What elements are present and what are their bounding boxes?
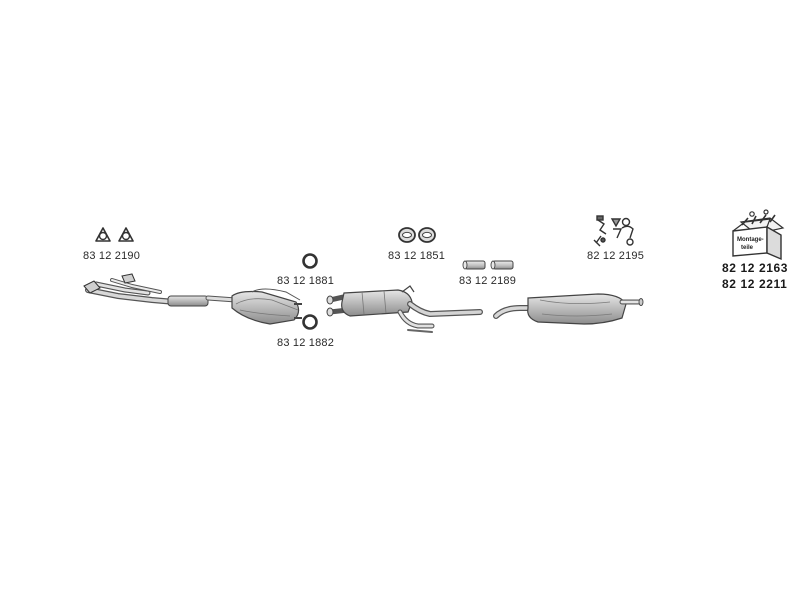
rear-silencer-assembly (493, 293, 644, 325)
part-number-clamp-sleeves: 83 12 2189 (459, 275, 517, 287)
mounting-kit-box-icon: Montage- teile (732, 209, 785, 261)
part-number-mounting-kit-a: 82 12 2163 (722, 261, 789, 275)
part-number-flange-pair: 83 12 1851 (388, 250, 446, 262)
part-number-ring-gasket-upper: 83 12 1881 (277, 275, 335, 287)
part-number-flange-gaskets: 83 12 2190 (83, 250, 141, 262)
mounting-box-label-line1: Montage- (737, 237, 764, 243)
flange-pair-icon (398, 227, 436, 243)
catalytic-converter-assembly (231, 288, 302, 325)
hanger-brackets-icon (593, 215, 634, 247)
ring-gasket-lower-icon (302, 314, 318, 330)
part-number-ring-gasket-lower: 83 12 1882 (277, 337, 335, 349)
clamp-sleeve-pair-icon (462, 260, 514, 270)
part-number-mounting-kit-b: 82 12 2211 (722, 277, 788, 291)
centre-silencer-assembly (326, 285, 483, 333)
flange-gasket-pair-icon (95, 227, 134, 242)
mounting-box-label-line2: teile (741, 245, 754, 251)
part-number-hangers: 82 12 2195 (587, 250, 645, 262)
front-pipe-assembly (83, 273, 239, 307)
ring-gasket-upper-icon (302, 253, 318, 269)
